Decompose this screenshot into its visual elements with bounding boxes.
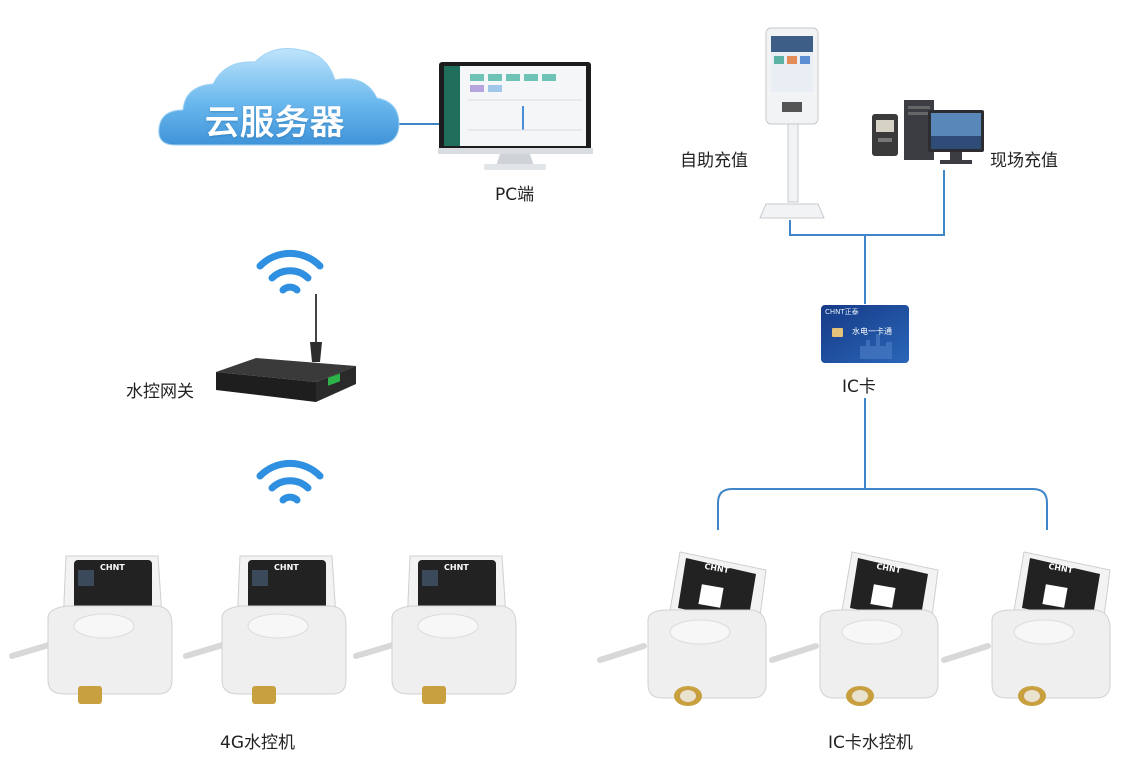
ic-water-meter-icon: CHNT	[769, 551, 939, 706]
wifi-icon	[256, 249, 324, 294]
kiosk	[758, 24, 826, 224]
desktop-icon	[872, 100, 984, 164]
meter-4g-2: CHNT	[182, 548, 354, 708]
meter-brand: CHNT	[444, 563, 469, 572]
meter-brand: CHNT	[704, 562, 730, 575]
meter-brand: CHNT	[876, 562, 902, 575]
meters-ic-label: IC卡水控机	[828, 733, 913, 753]
card-label: IC卡	[842, 377, 876, 397]
wifi-icon	[256, 459, 324, 504]
meter-brand: CHNT	[100, 563, 125, 572]
monitor-icon	[438, 62, 593, 170]
wifi-icon-bottom	[256, 458, 324, 506]
meter-brand: CHNT	[1048, 562, 1074, 575]
cloud-label: 云服务器	[205, 103, 345, 143]
ic-water-meter-icon: CHNT	[941, 551, 1111, 706]
meter-ic-3: CHNT	[940, 548, 1116, 710]
pc-monitor	[438, 60, 593, 172]
ic-water-meter-icon: CHNT	[597, 551, 767, 706]
meter-4g-1: CHNT	[8, 548, 180, 708]
ic-card-icon: CHNT正泰 水电一卡通	[821, 305, 909, 363]
kiosk-icon	[759, 27, 825, 219]
ic-card: CHNT正泰 水电一卡通	[820, 304, 910, 364]
card-brand: CHNT正泰	[825, 307, 859, 316]
meter-brand: CHNT	[274, 563, 299, 572]
meter-4g-3: CHNT	[352, 548, 524, 708]
cloud-server	[155, 40, 405, 155]
water-gateway	[212, 292, 360, 406]
gateway-icon	[216, 294, 356, 402]
desktop-station	[868, 98, 988, 168]
water-meter-icon: CHNT	[353, 555, 517, 704]
water-meter-icon: CHNT	[9, 555, 173, 704]
cloud-icon	[158, 48, 400, 146]
wifi-icon-top	[256, 248, 324, 296]
gateway-label: 水控网关	[126, 382, 194, 402]
pc-label: PC端	[495, 185, 535, 205]
meter-ic-1: CHNT	[596, 548, 772, 710]
water-meter-icon: CHNT	[183, 555, 347, 704]
card-text: 水电一卡通	[852, 326, 892, 336]
desktop-label: 现场充值	[990, 151, 1058, 171]
meters-branch-line	[717, 488, 1048, 530]
meters-4g-label: 4G水控机	[220, 733, 295, 753]
meter-ic-2: CHNT	[768, 548, 944, 710]
recharge-merge-line	[789, 170, 945, 236]
kiosk-label: 自助充值	[680, 151, 748, 171]
